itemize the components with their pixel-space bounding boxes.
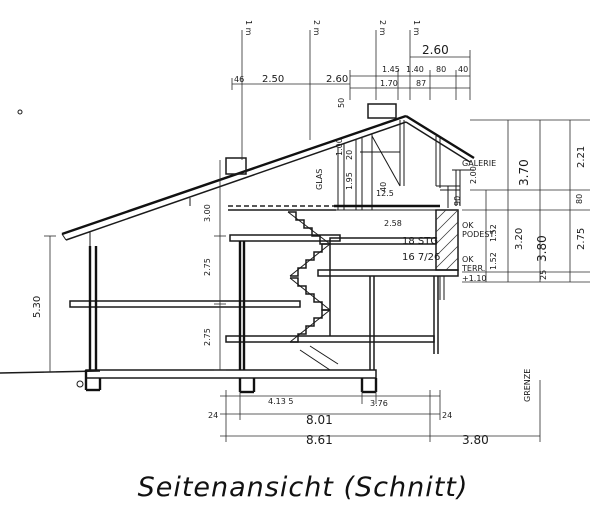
top-axis-lines	[231, 30, 471, 160]
label-ok-terr-2: TERR.	[461, 264, 485, 273]
dim-total-height: 5.30	[32, 296, 43, 318]
dim-25: 25	[539, 270, 548, 280]
dim-300: 3.00	[203, 204, 212, 222]
walls	[88, 241, 445, 370]
dim-320: 3.20	[514, 228, 525, 250]
dim-row2-e: 87	[416, 79, 426, 88]
axis-mark-c: 2 m	[378, 20, 387, 36]
dim-upper-storey: 2.75	[203, 258, 212, 276]
label-stair-ratio: 16 7/26	[402, 252, 440, 263]
dim-24-right: 24	[442, 411, 452, 420]
dim-row1-a: 1.45	[382, 65, 400, 74]
dim-row1-d: 40	[458, 65, 468, 74]
label-ok-podest-2: PODEST	[462, 230, 494, 239]
left-dimension-lines	[44, 160, 226, 373]
dim-row2-b: 2.50	[262, 74, 284, 85]
dim-row1-b: 1.40	[406, 65, 424, 74]
axis-mark-d: 1 m	[412, 20, 421, 36]
staircase	[287, 211, 339, 371]
dim-221: 2.21	[576, 146, 587, 168]
dim-galerie-height: 2.00	[469, 166, 478, 184]
label-ok-terr-1: OK	[462, 255, 474, 264]
dim-801: 8.01	[306, 413, 333, 427]
dim-row2-c: 2.60	[326, 74, 348, 85]
roof	[61, 114, 475, 246]
axis-marker	[76, 380, 84, 388]
dim-152b: 1.52	[489, 252, 498, 270]
dim-24-left: 24	[208, 411, 218, 420]
dim-row1-c: 80	[436, 65, 446, 74]
dim-row2-a: 46	[234, 75, 244, 84]
label-level: +1.10	[462, 274, 487, 283]
dim-376: 3.76	[370, 399, 388, 408]
axis-mark-b: 2 m	[312, 20, 321, 36]
label-ok-podest-1: OK	[462, 221, 474, 230]
dim-80: 80	[575, 194, 584, 204]
galerie-area	[337, 120, 474, 210]
drawing-caption: Seitenansicht (Schnitt)	[137, 472, 469, 503]
dim-row2-d: 1.70	[380, 79, 398, 88]
dim-258: 2.58	[384, 219, 402, 228]
dim-195: 1.95	[345, 172, 354, 190]
dim-lower-storey: 2.75	[203, 328, 212, 346]
right-dimension-lines	[462, 119, 590, 283]
dim-roof-top: 50	[337, 98, 346, 108]
dim-380: 3.80	[535, 235, 549, 262]
axis-mark-a: 1 m	[244, 20, 253, 36]
dim-90: 90	[453, 196, 462, 206]
floor-slabs	[69, 234, 459, 394]
label-grenze: GRENZE	[523, 369, 532, 402]
dim-top-overall: 2.60	[422, 43, 449, 57]
label-stair-count: 18 STG	[402, 236, 438, 247]
dim-861: 8.61	[306, 433, 333, 447]
chimney	[225, 103, 397, 175]
label-galerie: GALERIE	[462, 159, 496, 168]
dim-40: 40	[379, 182, 388, 192]
axis-marker	[17, 109, 23, 115]
dim-20: 20	[345, 150, 354, 160]
bottom-dimension-lines	[220, 380, 541, 442]
dim-152a: 1.52	[489, 224, 498, 242]
dim-380-bottom: 3.80	[462, 433, 489, 447]
dim-100: 1.00	[335, 138, 344, 156]
dim-125: 12.5	[376, 189, 394, 198]
dim-275: 2.75	[576, 228, 587, 250]
dim-370: 3.70	[517, 159, 531, 186]
label-glas: GLAS	[315, 169, 324, 190]
dim-413: 4.13 5	[268, 397, 293, 406]
